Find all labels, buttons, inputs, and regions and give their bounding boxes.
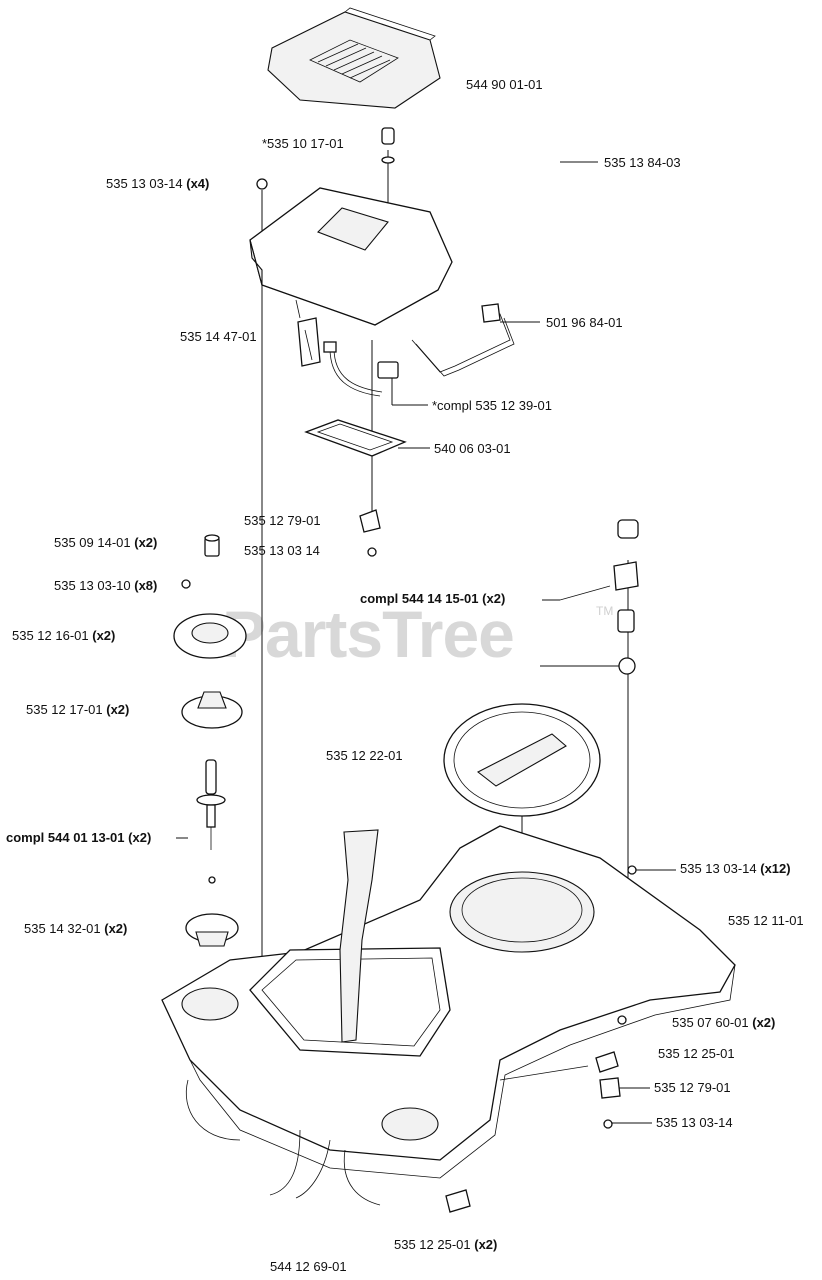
part-label[interactable]: 535 14 47-01 <box>180 329 257 344</box>
part-label[interactable]: 535 12 79-01 <box>654 1080 731 1095</box>
part-label[interactable]: 535 12 79-01 <box>244 513 321 528</box>
clip-part <box>599 1077 621 1099</box>
clip-part <box>445 1189 471 1213</box>
part-label[interactable]: compl 544 14 15-01 (x2) <box>360 591 506 606</box>
screw-part <box>367 547 377 557</box>
wire-part <box>499 1065 589 1081</box>
clip-part <box>359 509 381 533</box>
part-label[interactable]: 544 12 69-01 <box>270 1259 347 1274</box>
plate-part <box>304 419 407 457</box>
part-label[interactable]: 540 06 03-01 <box>434 441 511 456</box>
part-label[interactable]: 535 12 11-01 <box>728 913 804 928</box>
part-label[interactable]: compl 544 01 13-01 (x2) <box>6 830 152 845</box>
cable-part <box>185 1079 381 1206</box>
screw-part <box>627 865 637 875</box>
part-label[interactable]: 535 13 03-10 (x8) <box>54 578 158 593</box>
watermark-text: PartsTree <box>222 597 515 671</box>
bracket-part <box>411 303 515 377</box>
part-label[interactable]: 535 13 03-14 (x12) <box>680 861 791 876</box>
knob-part <box>381 127 395 164</box>
part-label[interactable]: 501 96 84-01 <box>546 315 623 330</box>
screw-part <box>603 1119 613 1129</box>
part-label[interactable]: 535 12 16-01 (x2) <box>12 628 116 643</box>
part-label[interactable]: 535 12 25-01 (x2) <box>394 1237 498 1252</box>
grille-cover-part <box>267 7 441 109</box>
part-label[interactable]: 535 13 03-14 <box>656 1115 733 1130</box>
foot-part <box>185 913 239 947</box>
post-part <box>559 519 639 675</box>
part-label[interactable]: 535 09 14-01 (x2) <box>54 535 158 550</box>
gasket-part <box>173 613 247 659</box>
screw-part <box>256 178 268 190</box>
part-label[interactable]: 535 12 17-01 (x2) <box>26 702 130 717</box>
part-label[interactable]: 535 13 03-14 (x4) <box>106 176 210 191</box>
screw-part <box>617 1015 627 1025</box>
sensor-part <box>196 759 226 850</box>
key-part <box>297 317 321 367</box>
wire-harness-part <box>323 341 399 397</box>
part-label[interactable]: 535 12 25-01 <box>658 1046 735 1061</box>
part-label[interactable]: *compl 535 12 39-01 <box>432 398 552 413</box>
watermark-trademark: TM <box>596 604 614 618</box>
round-lid-part <box>443 703 601 817</box>
main-chassis-part <box>161 825 736 1179</box>
boot-part <box>181 691 243 729</box>
bushing-part <box>204 534 220 557</box>
screw-part <box>181 579 191 589</box>
part-label[interactable]: 535 13 84-03 <box>604 155 681 170</box>
clip-part <box>595 1051 619 1073</box>
part-label[interactable]: 535 14 32-01 (x2) <box>24 921 128 936</box>
control-housing-part <box>249 187 453 326</box>
part-label[interactable]: *535 10 17-01 <box>262 136 344 151</box>
screw-part <box>208 876 216 884</box>
part-label[interactable]: 535 07 60-01 (x2) <box>672 1015 776 1030</box>
part-label[interactable]: 535 12 22-01 <box>326 748 403 763</box>
part-label[interactable]: 535 13 03 14 <box>244 543 320 558</box>
part-label[interactable]: 544 90 01-01 <box>466 77 543 92</box>
